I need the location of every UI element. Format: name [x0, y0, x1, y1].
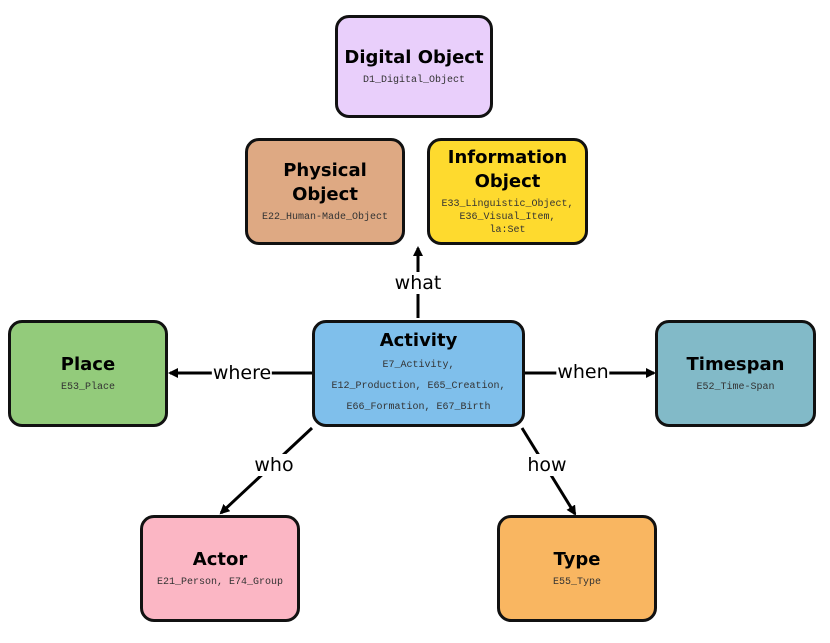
edge-label-where: where [211, 362, 273, 384]
node-title: Digital Object [344, 47, 484, 68]
node-information-object[interactable]: Information Object E33_Linguistic_Object… [427, 138, 588, 245]
node-title: Activity [379, 330, 458, 351]
edge-label-how: how [526, 454, 568, 476]
node-timespan[interactable]: Timespan E52_Time-Span [655, 320, 816, 427]
node-activity[interactable]: Activity E7_Activity, E12_Production, E6… [312, 320, 525, 427]
node-type[interactable]: Type E55_Type [497, 515, 657, 622]
node-classes: E33_Linguistic_Object, E36_Visual_Item, … [441, 199, 574, 236]
edge-label-what: what [393, 272, 443, 294]
node-digital-object[interactable]: Digital Object D1_Digital_Object [335, 15, 493, 118]
node-classes: E7_Activity, E12_Production, E65_Creatio… [331, 360, 506, 413]
node-place[interactable]: Place E53_Place [8, 320, 168, 427]
node-title: Place [60, 354, 116, 375]
node-actor[interactable]: Actor E21_Person, E74_Group [140, 515, 300, 622]
node-classes: E52_Time-Span [696, 382, 775, 393]
node-title: Physical Object [283, 160, 367, 205]
node-title: Information Object [447, 147, 568, 192]
node-classes: D1_Digital_Object [362, 75, 466, 86]
node-physical-object[interactable]: Physical Object E22_Human-Made_Object [245, 138, 405, 245]
node-title: Actor [192, 549, 248, 570]
edge-label-when: when [556, 361, 610, 383]
node-classes: E21_Person, E74_Group [156, 577, 284, 588]
node-classes: E53_Place [60, 382, 115, 393]
node-title: Timespan [686, 354, 785, 375]
node-classes: E22_Human-Made_Object [261, 212, 389, 223]
node-classes: E55_Type [552, 577, 601, 588]
edge-label-who: who [253, 454, 295, 476]
node-title: Type [553, 549, 601, 570]
